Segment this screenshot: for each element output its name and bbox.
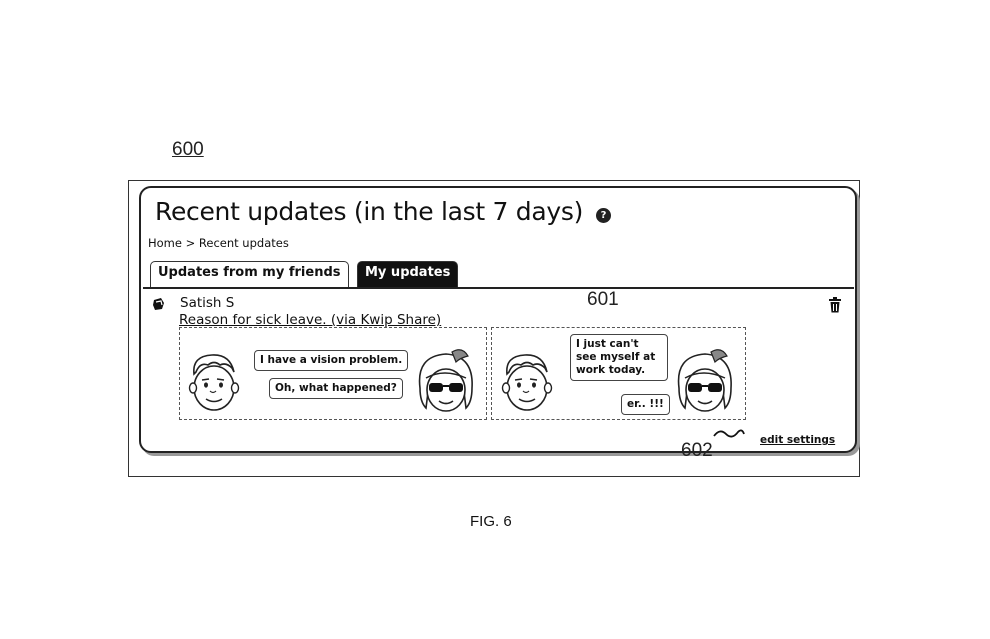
edit-settings-link[interactable]: edit settings (760, 434, 836, 446)
girl-character-icon (418, 349, 473, 412)
speech-bubble: Oh, what happened? (269, 378, 403, 399)
post-title-link[interactable]: Reason for sick leave. (via Kwip Share) (179, 312, 442, 328)
leader-line-squiggle (713, 429, 745, 438)
post-author[interactable]: Satish S (180, 295, 235, 311)
help-circle-icon[interactable]: ? (596, 208, 611, 223)
figure-ref-601: 601 (587, 289, 619, 310)
speech-bubble: I just can't see myself at work today. (570, 334, 668, 381)
trash-icon[interactable] (828, 297, 842, 313)
speech-bubble: er.. !!! (621, 394, 670, 415)
speech-bubble: I have a vision problem. (254, 350, 409, 371)
post-icon (153, 298, 164, 310)
figure-caption: FIG. 6 (470, 513, 512, 530)
breadcrumb[interactable]: Home > Recent updates (148, 236, 289, 250)
page-title: Recent updates (in the last 7 days) (155, 197, 584, 226)
boy-character-icon (188, 354, 240, 411)
girl-character-icon (677, 349, 732, 412)
figure-ref-602: 602 (681, 440, 713, 461)
figure-ref-600: 600 (172, 139, 204, 160)
tab-divider (143, 287, 854, 289)
boy-character-icon (501, 354, 553, 411)
tab-my-updates[interactable]: My updates (357, 261, 459, 287)
tab-updates-from-friends[interactable]: Updates from my friends (150, 261, 349, 287)
